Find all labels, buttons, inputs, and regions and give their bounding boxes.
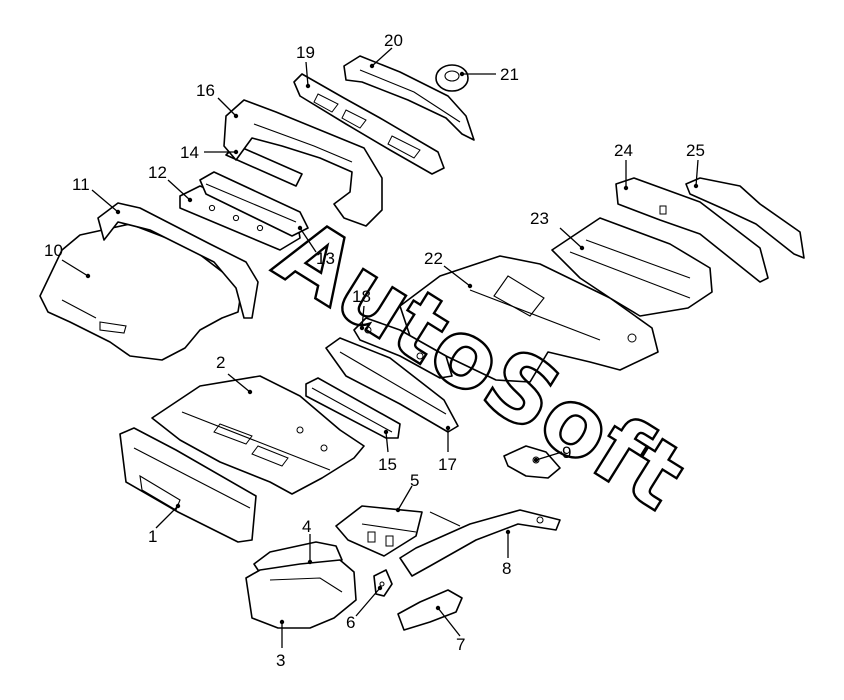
part-21-grommet [435, 64, 469, 92]
part-16-shaped-panel [223, 99, 383, 227]
callout-12: 12 [148, 163, 167, 182]
callout-18: 18 [352, 287, 371, 306]
part-11-side-trim [97, 202, 259, 319]
part-25-side-rail [685, 177, 805, 259]
callout-21: 21 [500, 65, 519, 84]
callout-25: 25 [686, 141, 705, 160]
part-18-tunnel-plate [353, 317, 453, 379]
part-13-rail [199, 171, 309, 237]
leader-lines [61, 47, 699, 648]
part-8-frame-rail [399, 509, 561, 577]
part-7-small-rail [397, 589, 463, 631]
part-17-floor-plate [325, 337, 459, 433]
callout-7: 7 [456, 635, 465, 654]
part-1-rear-panel [119, 427, 257, 543]
callout-22: 22 [424, 249, 443, 268]
part-24-side-sill [615, 177, 769, 283]
part-3-wheel-arch [245, 559, 357, 629]
callout-15: 15 [378, 455, 397, 474]
callout-14: 14 [180, 143, 199, 162]
callout-3: 3 [276, 651, 285, 670]
callout-4: 4 [302, 517, 311, 536]
part-20-heat-shield [343, 55, 475, 141]
part-12-cross-member [179, 185, 301, 251]
part-22-floor-pan [399, 255, 659, 383]
callout-labels: 1 2 3 4 5 6 7 8 9 10 11 12 13 14 15 16 1… [44, 31, 705, 670]
callout-10: 10 [44, 241, 63, 260]
callout-16: 16 [196, 81, 215, 100]
callout-8: 8 [502, 559, 511, 578]
callout-13: 13 [316, 249, 335, 268]
callout-23: 23 [530, 209, 549, 228]
callout-24: 24 [614, 141, 633, 160]
callout-9: 9 [562, 443, 571, 462]
callout-5: 5 [410, 471, 419, 490]
part-15-channel [305, 377, 401, 439]
part-5-reinforcement-box [335, 505, 423, 557]
part-19-gasket [293, 73, 445, 175]
callout-11: 11 [72, 175, 90, 194]
part-23-front-floor [551, 217, 713, 317]
callout-2: 2 [216, 353, 225, 372]
callout-19: 19 [296, 43, 315, 62]
part-2-rear-floor-pan [151, 375, 365, 495]
callout-17: 17 [438, 455, 457, 474]
callout-6: 6 [346, 613, 355, 632]
callout-1: 1 [148, 527, 157, 546]
callout-20: 20 [384, 31, 403, 50]
